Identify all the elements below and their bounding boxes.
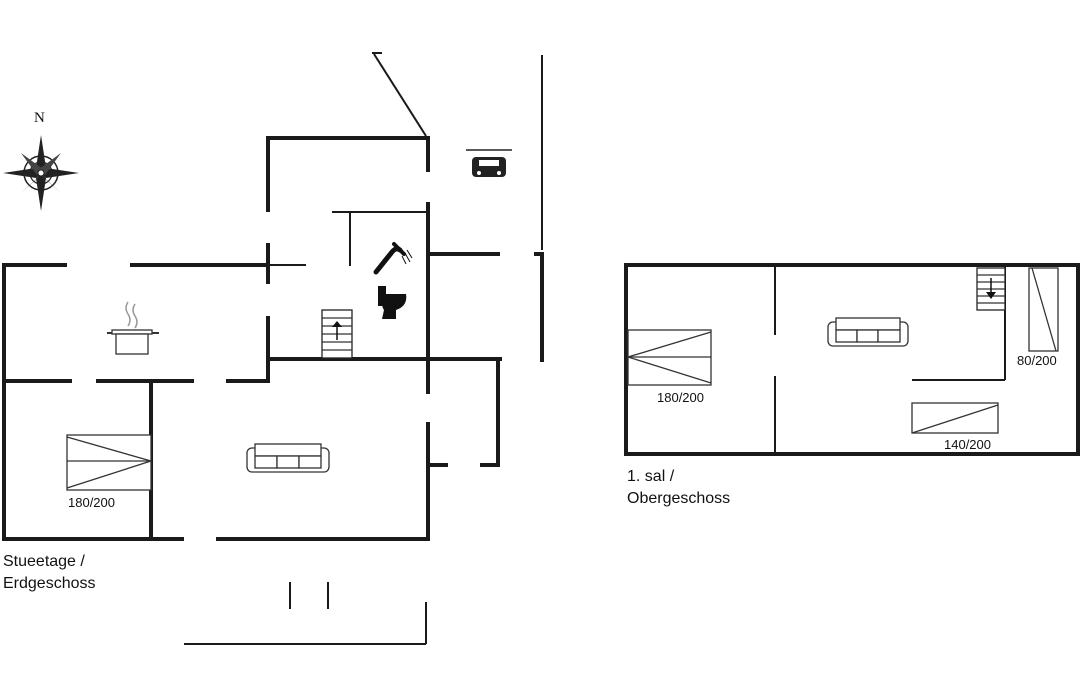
ground-floor-label-secondary: Erdgeschoss — [3, 575, 96, 592]
bed-size-label: 180/200 — [68, 495, 115, 510]
compass-rose-icon — [3, 135, 79, 211]
cooking-pot-icon — [107, 301, 159, 355]
compass: N — [3, 110, 79, 211]
sofa-icon — [827, 317, 909, 347]
first-floor-label-secondary: Obergeschoss — [627, 490, 730, 507]
bed-size-label: 140/200 — [944, 437, 991, 452]
stairs-up-icon — [321, 309, 353, 359]
ground-floor-walls — [2, 52, 544, 645]
toilet-icon — [378, 286, 407, 319]
shower-icon — [373, 242, 413, 275]
bed-icon — [911, 402, 999, 434]
stairs-down-icon — [976, 267, 1006, 311]
bed-size-label: 180/200 — [657, 390, 704, 405]
bed-icon — [627, 329, 712, 386]
ground-floor-label: Stueetage / — [3, 553, 85, 570]
first-floor-walls — [624, 263, 1080, 456]
bed-size-label: 80/200 — [1017, 353, 1057, 368]
sofa-icon — [246, 443, 330, 473]
bed-icon — [1028, 267, 1059, 352]
first-floor-label: 1. sal / — [627, 468, 675, 485]
car-icon — [466, 149, 512, 177]
north-label: N — [34, 110, 45, 126]
bed-icon — [66, 434, 152, 491]
